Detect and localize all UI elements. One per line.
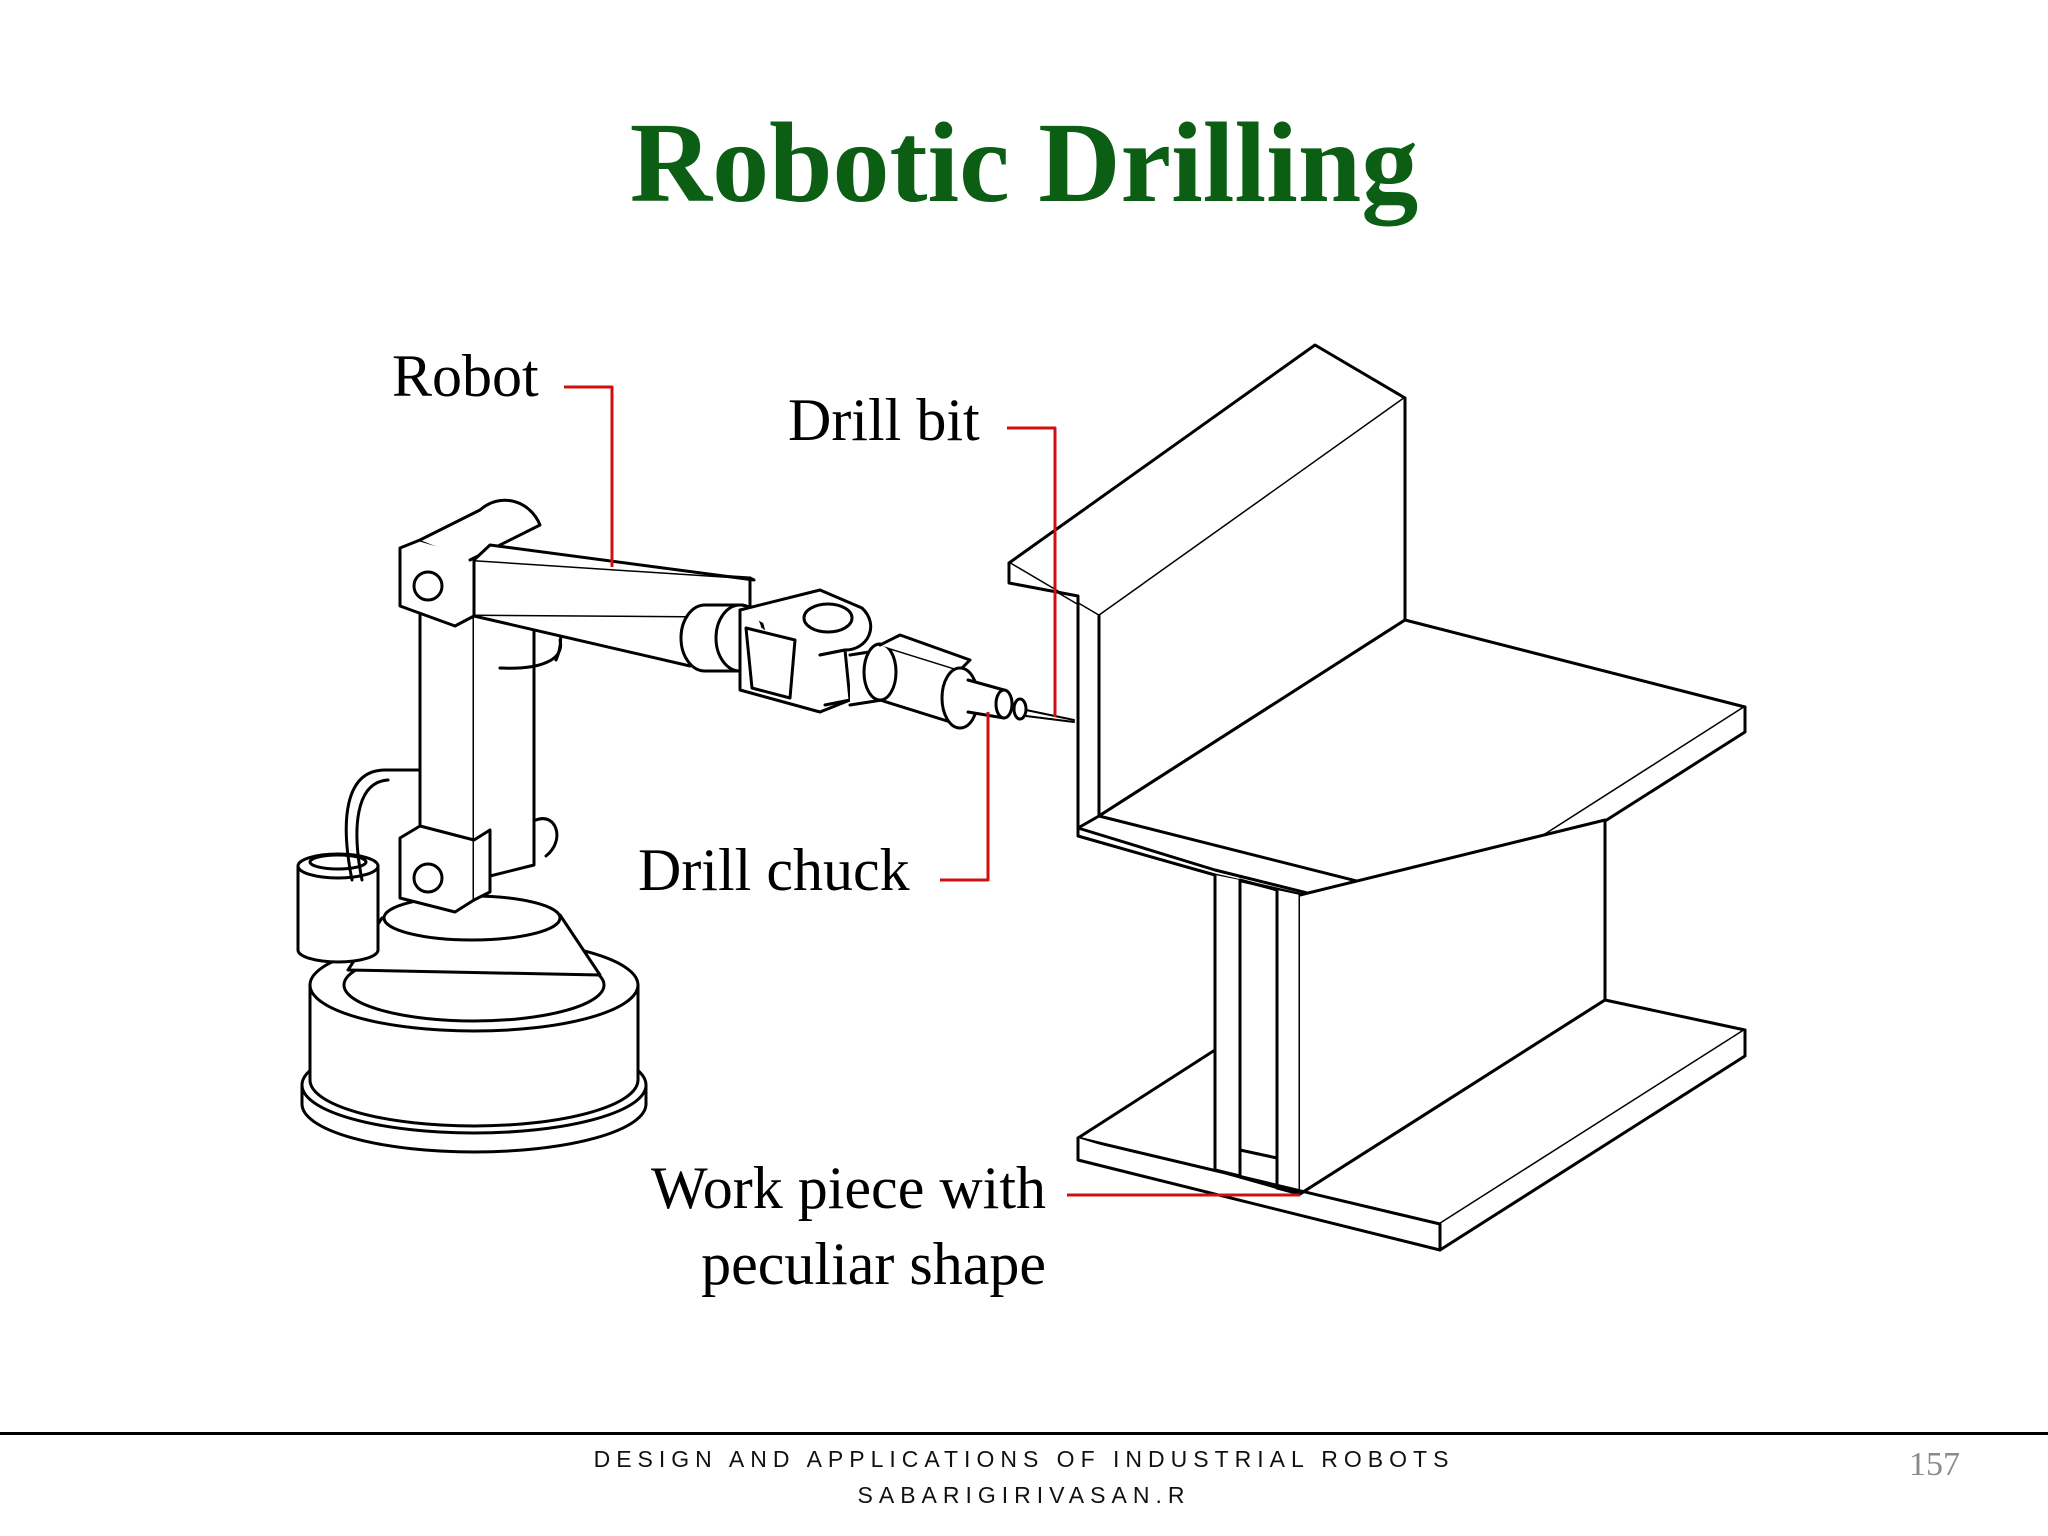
drill-chuck-label: Drill chuck (638, 837, 910, 903)
work-piece-illustration (1007, 343, 1747, 1252)
robot-leader-line (564, 385, 614, 567)
robot-label: Robot (392, 343, 539, 409)
drill-chuck-leader-line (940, 712, 990, 882)
drill-bit-leader-line (1007, 426, 1057, 717)
footer-divider (0, 1432, 2048, 1435)
work-piece-label-line1: Work piece with (650, 1155, 1046, 1221)
footer-course-title: DESIGN AND APPLICATIONS OF INDUSTRIAL RO… (593, 1446, 1455, 1472)
leader-lines (564, 385, 1300, 1197)
robot-illustration (296, 498, 1075, 1154)
work-piece-label-line2: peculiar shape (701, 1231, 1046, 1298)
work-piece-label: Work piece with peculiar shape (560, 1150, 1046, 1302)
slide-title: Robotic Drilling (629, 99, 1419, 226)
page-number: 157 (1909, 1446, 1960, 1483)
drill-bit-label: Drill bit (788, 387, 980, 453)
footer-author: SABARIGIRIVASAN.R (857, 1482, 1191, 1508)
